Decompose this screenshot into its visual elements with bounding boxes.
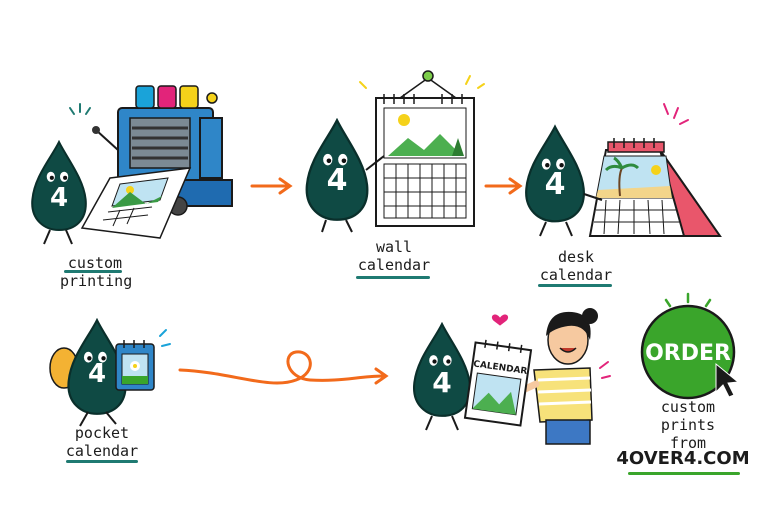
mascot-number: 4 (50, 183, 68, 213)
sparkle-icon (664, 292, 712, 308)
brand-link[interactable]: 4OVER4.COM (616, 448, 750, 469)
arrow-icon (250, 177, 293, 195)
mascot-printing: 4 (31, 141, 87, 245)
order-button-label: ORDER (645, 341, 731, 366)
mascot-number: 4 (327, 163, 348, 198)
pocket-calendar (115, 329, 171, 391)
mascot-number: 4 (88, 359, 106, 389)
caption-wall-calendar: wall calendar (357, 238, 431, 274)
handoff-calendar: CALENDAR (463, 314, 611, 427)
caption-underline (66, 460, 138, 463)
mascot-handoff: 4 (412, 323, 472, 431)
mascot-wall: 4 (305, 119, 385, 233)
mascot-pocket: 4 (49, 319, 127, 427)
caption-desk-calendar: desk calendar (539, 248, 613, 284)
arrow-icon (484, 177, 523, 195)
cursor-icon (715, 362, 740, 398)
mascot-number: 4 (432, 366, 451, 399)
mascot-desk: 4 (525, 125, 603, 237)
order-button[interactable]: ORDER (640, 304, 736, 400)
cta-caption: custom prints from (660, 398, 716, 452)
person (506, 308, 598, 445)
mascot-number: 4 (545, 167, 566, 202)
printing-press (69, 85, 233, 239)
brand-underline (628, 472, 740, 475)
caption-underline (356, 276, 430, 279)
caption-pocket-calendar: pocket calendar (65, 424, 139, 460)
desk-calendar (588, 103, 722, 237)
caption-underline (64, 270, 122, 273)
caption-underline (538, 284, 612, 287)
caption-custom-printing: custom printing (60, 254, 133, 290)
loop-arrow-icon (178, 350, 389, 385)
wall-calendar (359, 70, 485, 227)
